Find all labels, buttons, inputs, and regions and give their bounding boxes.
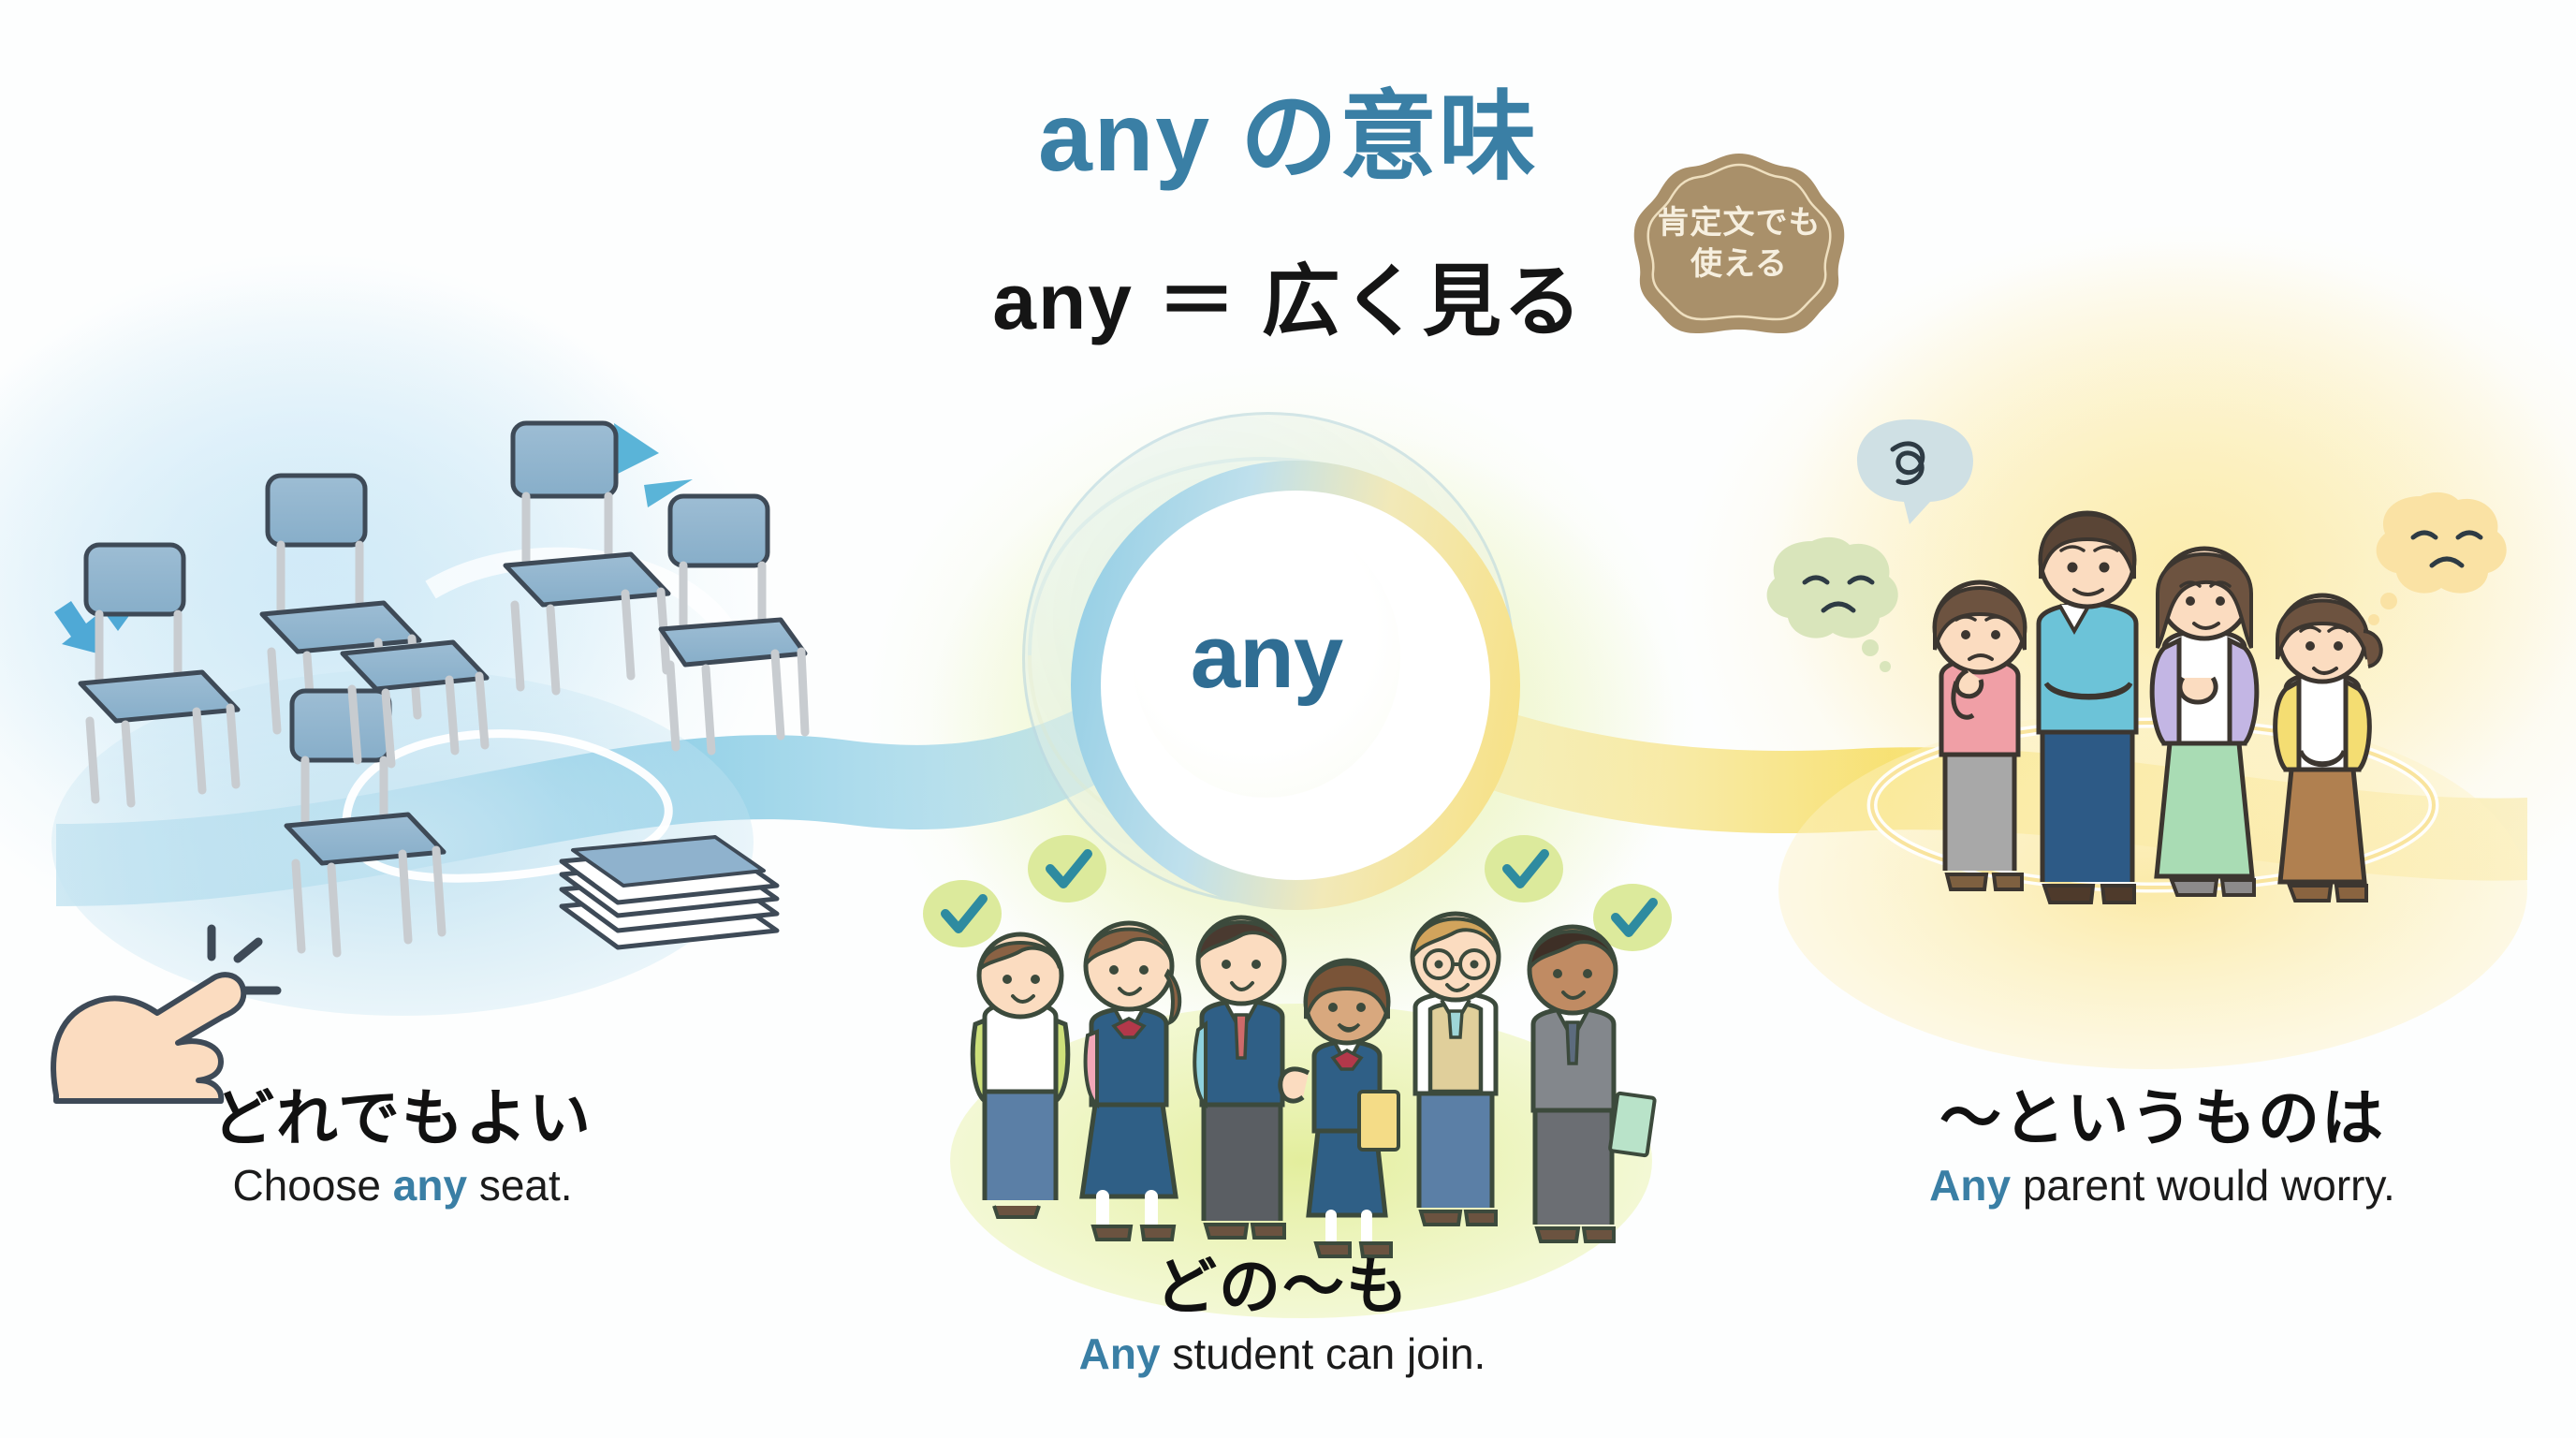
student-figure <box>1527 924 1657 1243</box>
caption-right-jp: 〜というものは <box>1939 1083 2385 1152</box>
approval-check-bubble <box>1593 884 1672 951</box>
students-scene <box>923 835 1672 1318</box>
student-figure <box>1278 958 1400 1258</box>
student-figure <box>1410 911 1501 1226</box>
selection-loop <box>342 729 673 883</box>
caption-left-en-before: Choose <box>232 1161 393 1211</box>
confusion-speech-bubble <box>1857 419 1973 524</box>
caption-center: どの〜も Any student can join. <box>936 1252 1629 1378</box>
student-figure <box>970 932 1071 1219</box>
parents-scene <box>1766 419 2527 1069</box>
caption-left-jp: どれでもよい <box>212 1083 593 1152</box>
affirmative-use-badge: 肯定文でも 使える <box>1627 150 1852 337</box>
approval-check-bubble <box>923 880 1002 947</box>
chairs-scene <box>51 420 810 1104</box>
hub-ring-core: any <box>1133 517 1400 798</box>
chair <box>284 688 446 958</box>
caption-right-en-after: parent would worry. <box>2011 1161 2395 1211</box>
badge-line-2: 使える <box>1690 246 1788 282</box>
student-figure <box>1079 920 1182 1241</box>
chair <box>658 493 810 756</box>
student-figure <box>1193 915 1287 1240</box>
worry-thought-bubble <box>2368 492 2507 625</box>
parent-figure <box>1932 580 2027 891</box>
chair <box>78 542 241 808</box>
caption-center-en-highlight: Any <box>1078 1329 1161 1379</box>
hub-word: any <box>1190 607 1343 707</box>
glasses-icon <box>1423 948 1490 980</box>
click-spark-icon <box>207 924 282 995</box>
caption-center-en: Any student can join. <box>936 1330 1629 1378</box>
badge-seal-icon <box>1633 154 1845 333</box>
parent-figure <box>2036 510 2139 904</box>
chair <box>340 639 490 769</box>
caption-right-en-highlight: Any <box>1929 1161 2012 1211</box>
caption-center-jp: どの〜も <box>1155 1252 1410 1321</box>
caption-left-en-highlight: any <box>392 1161 468 1211</box>
caption-right: 〜というものは Any parent would worry. <box>1816 1083 2509 1210</box>
caption-left: どれでもよい Choose any seat. <box>56 1083 749 1210</box>
page-title: any の意味 <box>1037 83 1539 192</box>
approval-check-bubble <box>1028 835 1106 902</box>
right-illustration-parents <box>1760 403 2546 1095</box>
halo-loop-inner <box>1870 721 2436 889</box>
left-illustration-chairs <box>37 403 810 1104</box>
caption-left-en: Choose any seat. <box>56 1162 749 1210</box>
caption-right-en: Any parent would worry. <box>1816 1162 2509 1210</box>
page-subtitle: any ＝ 広く見る <box>992 257 1584 345</box>
center-illustration-students <box>917 824 1685 1318</box>
approval-check-bubble <box>1485 835 1563 902</box>
badge-text: 肯定文でも 使える <box>1627 150 1852 337</box>
parent-figure <box>2273 593 2383 902</box>
badge-line-1: 肯定文でも <box>1657 204 1822 241</box>
caption-left-en-after: seat. <box>467 1161 573 1211</box>
parent-figure <box>2149 546 2260 897</box>
pointing-hand-icon <box>51 972 247 1104</box>
chair <box>503 420 671 696</box>
worry-thought-bubble <box>1766 536 1898 672</box>
central-any-hub: any <box>1022 412 1515 904</box>
caption-center-en-after: student can join. <box>1160 1329 1486 1379</box>
chair <box>259 473 422 739</box>
stacked-chairs <box>559 835 780 950</box>
